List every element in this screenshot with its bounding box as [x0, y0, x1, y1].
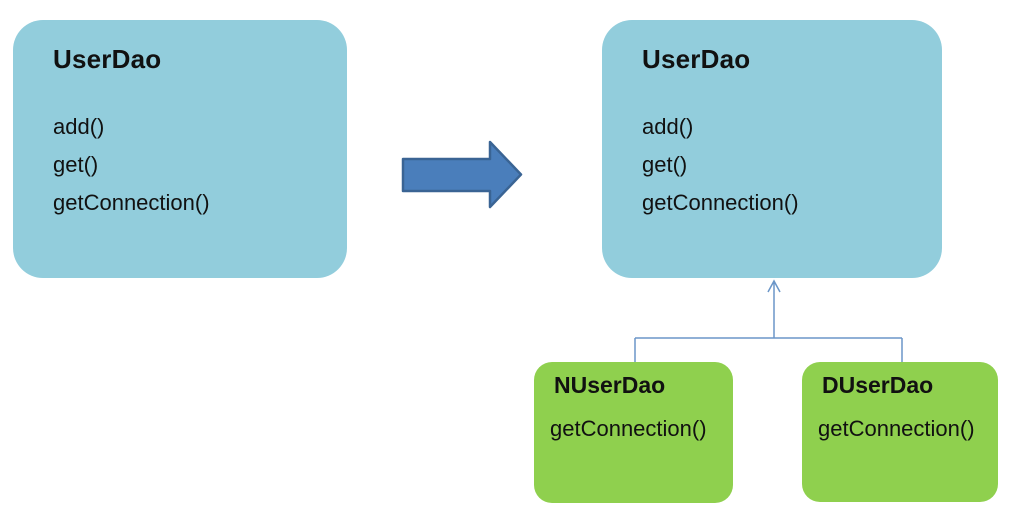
class-title-userdao-after: UserDao — [642, 44, 751, 74]
class-title-userdao-before: UserDao — [53, 44, 162, 74]
method-get: get() — [53, 152, 99, 177]
transform-right-block-arrow-icon — [401, 140, 523, 209]
method-list-after: add() get() getConnection() — [642, 108, 799, 222]
subclass-box-duserdao: DUserDao getConnection() — [802, 362, 998, 502]
class-box-userdao-before: UserDao add() get() getConnection() — [13, 20, 347, 278]
method-getconnection: getConnection() — [818, 416, 975, 441]
method-add: add() — [642, 114, 694, 139]
method-get: get() — [642, 152, 688, 177]
method-getconnection: getConnection() — [642, 190, 799, 215]
subclass-title-nuserdao: NUserDao — [554, 372, 666, 398]
subclass-title-duserdao: DUserDao — [822, 372, 934, 398]
method-getconnection: getConnection() — [53, 190, 210, 215]
subclass-box-nuserdao: NUserDao getConnection() — [534, 362, 733, 503]
method-add: add() — [53, 114, 105, 139]
method-getconnection: getConnection() — [550, 416, 707, 441]
method-list-before: add() get() getConnection() — [53, 108, 210, 222]
class-box-userdao-after: UserDao add() get() getConnection() — [602, 20, 942, 278]
